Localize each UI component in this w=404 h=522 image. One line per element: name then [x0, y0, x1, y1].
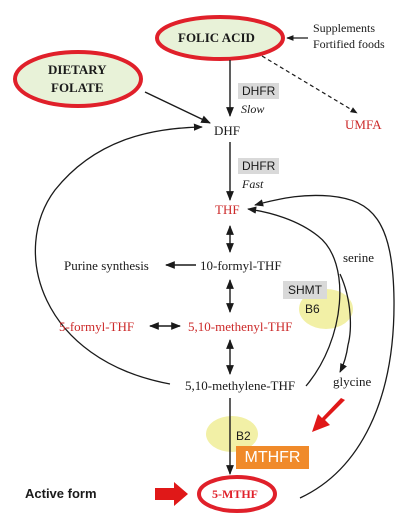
arrow-serine-to-glycine — [339, 273, 352, 373]
fortified-foods-label: Fortified foods — [313, 37, 385, 51]
10-formyl-thf-label: 10-formyl-THF — [200, 258, 282, 273]
shmt-box: SHMT — [283, 281, 327, 299]
arrow-mthf-to-thf — [254, 194, 395, 499]
b6-label: B6 — [305, 302, 320, 316]
methylene-thf-label: 5,10-methylene-THF — [185, 378, 296, 393]
arrow-folic-acid-to-umfa — [261, 55, 358, 114]
dietary-folate-oval — [13, 50, 143, 108]
supplements-label: Supplements — [313, 21, 375, 35]
dhf-label: DHF — [214, 123, 241, 138]
mthfr-box: MTHFR — [236, 446, 309, 469]
dhfr-slow-box: DHFR — [238, 83, 280, 99]
dietary-folate-line2: FOLATE — [51, 80, 104, 95]
slow-label: Slow — [241, 102, 265, 116]
dietary-folate-line1: DIETARY — [48, 62, 107, 77]
purine-synthesis-label: Purine synthesis — [64, 258, 149, 273]
glycine-label: glycine — [333, 374, 372, 389]
arrow-dietary-folate-to-dhf — [144, 91, 211, 124]
umfa-label: UMFA — [345, 117, 382, 132]
thf-label: THF — [215, 202, 240, 217]
mthf-oval — [197, 475, 277, 513]
mthf-label: 5-MTHF — [212, 487, 258, 501]
serine-label: serine — [343, 250, 375, 265]
b2-label: B2 — [236, 429, 251, 443]
folic-acid-label: FOLIC ACID — [178, 30, 255, 45]
b2-highlight — [206, 416, 258, 452]
arrow-methylene-loop-to-dhf — [34, 123, 203, 385]
red-arrow-active-form — [155, 482, 188, 506]
red-arrow-to-mthfr — [312, 398, 345, 432]
dhfr-fast-box: DHFR — [238, 158, 280, 174]
5-formyl-thf-label: 5-formyl-THF — [59, 319, 135, 334]
arrow-methylene-to-thf — [247, 206, 341, 387]
methenyl-thf-label: 5,10-methenyl-THF — [188, 319, 293, 334]
active-form-label: Active form — [25, 486, 97, 501]
folic-acid-oval — [155, 15, 285, 61]
fast-label: Fast — [242, 177, 264, 191]
